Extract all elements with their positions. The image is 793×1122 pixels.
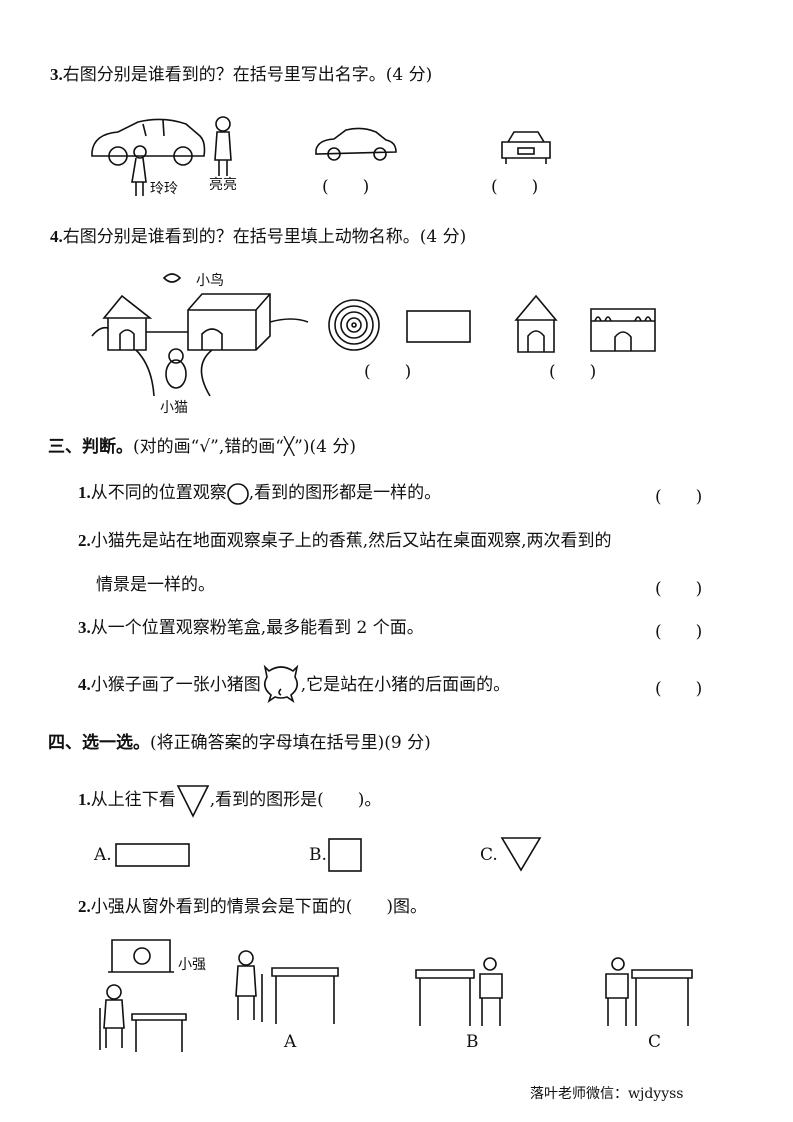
judge-item-3: 3.从一个位置观察粉笔盒,最多能看到 2 个面。 xyxy=(78,617,424,639)
hut-front-view xyxy=(514,294,558,353)
item-text: 从不同的位置观察 xyxy=(90,483,227,503)
q3-prompt: 3.右图分别是谁看到的？在括号里写出名字。(4 分) xyxy=(50,64,432,86)
label-lingling: 玲玲 xyxy=(150,181,178,197)
section4-heading: 四、选一选。(将正确答案的字母填在括号里)(9 分) xyxy=(48,732,431,754)
q4-blank-2[interactable]: ( ) xyxy=(549,362,597,382)
option-b-scene[interactable] xyxy=(414,957,506,1030)
label-bird: 小鸟 xyxy=(196,273,224,289)
pig-back-icon xyxy=(261,664,301,703)
q3-blank-1[interactable]: ( ) xyxy=(322,177,370,197)
option-b-label[interactable]: B. xyxy=(309,845,327,865)
section3-instruction: (对的画“√”,错的画“╳”)(4 分) xyxy=(133,437,356,457)
section4-title: 四、选一选。 xyxy=(48,733,150,753)
judge-blank-4[interactable]: ( ) xyxy=(655,679,703,699)
car-scene-illustration xyxy=(91,116,232,196)
item-text: 从上往下看 xyxy=(90,790,176,810)
item-text: 从一个位置观察粉笔盒,最多能看到 2 个面。 xyxy=(90,618,424,638)
sphere-icon xyxy=(226,482,249,505)
q4-prompt: 4.右图分别是谁看到的？在括号里填上动物名称。(4 分) xyxy=(50,226,466,248)
judge-blank-1[interactable]: ( ) xyxy=(655,487,703,507)
scene-b-label[interactable]: B xyxy=(466,1032,479,1052)
section3-heading: 三、判断。(对的画“√”,错的画“╳”)(4 分) xyxy=(48,436,356,458)
judge-blank-3[interactable]: ( ) xyxy=(655,622,703,642)
item-number: 2. xyxy=(78,897,91,916)
item-text: ,看到的图形是( )。 xyxy=(209,790,382,810)
concentric-circles-view xyxy=(328,299,380,351)
item-text: ,看到的图形都是一样的。 xyxy=(248,483,442,503)
choice-q2: 2.小强从窗外看到的情景会是下面的( )图。 xyxy=(78,896,427,918)
option-c-triangle[interactable] xyxy=(500,836,542,872)
choice-q1: 1.从上往下看 ,看到的图形是( )。 xyxy=(78,784,382,818)
item-number: 3. xyxy=(78,618,91,637)
judge-blank-2[interactable]: ( ) xyxy=(655,579,703,599)
car-front-view xyxy=(501,131,551,164)
q3-number: 3. xyxy=(50,65,63,84)
item-text: 小猴子画了一张小猪图 xyxy=(90,675,261,695)
option-a-scene[interactable] xyxy=(232,948,342,1030)
scene-c-label[interactable]: C xyxy=(648,1032,662,1052)
q4-number: 4. xyxy=(50,227,63,246)
judge-item-2-continued: 情景是一样的。 xyxy=(96,575,215,595)
option-a-wide-rectangle[interactable] xyxy=(115,843,191,867)
judge-item-2: 2.小猫先是站在地面观察桌子上的香蕉,然后又站在桌面观察,两次看到的 xyxy=(78,530,612,552)
section3-title: 三、判断。 xyxy=(48,437,133,457)
label-liangliang: 亮亮 xyxy=(209,177,237,193)
item-text: ,它是站在小猪的后面画的。 xyxy=(300,675,511,695)
item-number: 1. xyxy=(78,483,91,502)
rectangle-view xyxy=(406,310,471,343)
option-b-tall-rectangle[interactable] xyxy=(328,838,362,872)
q3-text: 右图分别是谁看到的？在括号里写出名字。(4 分) xyxy=(62,65,433,85)
q3-blank-2[interactable]: ( ) xyxy=(491,177,539,197)
car-side-view xyxy=(315,127,397,161)
option-c-label[interactable]: C. xyxy=(480,845,498,865)
scene-a-label[interactable]: A xyxy=(284,1032,297,1052)
item-number: 1. xyxy=(78,790,91,809)
window-scene-illustration xyxy=(99,939,187,1052)
item-number: 4. xyxy=(78,675,91,694)
judge-item-4: 4.小猴子画了一张小猪图 ,它是站在小猪的后面画的。 xyxy=(78,664,511,703)
option-a-label[interactable]: A. xyxy=(94,845,112,865)
building-front-view xyxy=(590,308,656,352)
option-c-scene[interactable] xyxy=(602,957,694,1030)
houses-scene-illustration xyxy=(91,273,309,397)
section4-instruction: (将正确答案的字母填在括号里)(9 分) xyxy=(150,733,431,753)
q4-blank-1[interactable]: ( ) xyxy=(364,362,412,382)
label-cat: 小猫 xyxy=(160,400,188,416)
item-text: 小强从窗外看到的情景会是下面的( )图。 xyxy=(90,897,428,917)
triangular-prism-icon xyxy=(176,784,210,818)
judge-item-1: 1.从不同的位置观察 ,看到的图形都是一样的。 xyxy=(78,482,441,505)
footer-contact: 落叶老师微信：wjdyyss xyxy=(530,1086,684,1102)
q4-text: 右图分别是谁看到的？在括号里填上动物名称。(4 分) xyxy=(62,227,467,247)
item-text: 小猫先是站在地面观察桌子上的香蕉,然后又站在桌面观察,两次看到的 xyxy=(90,531,612,551)
item-number: 2. xyxy=(78,531,91,550)
label-xiaoqiang: 小强 xyxy=(178,957,206,973)
